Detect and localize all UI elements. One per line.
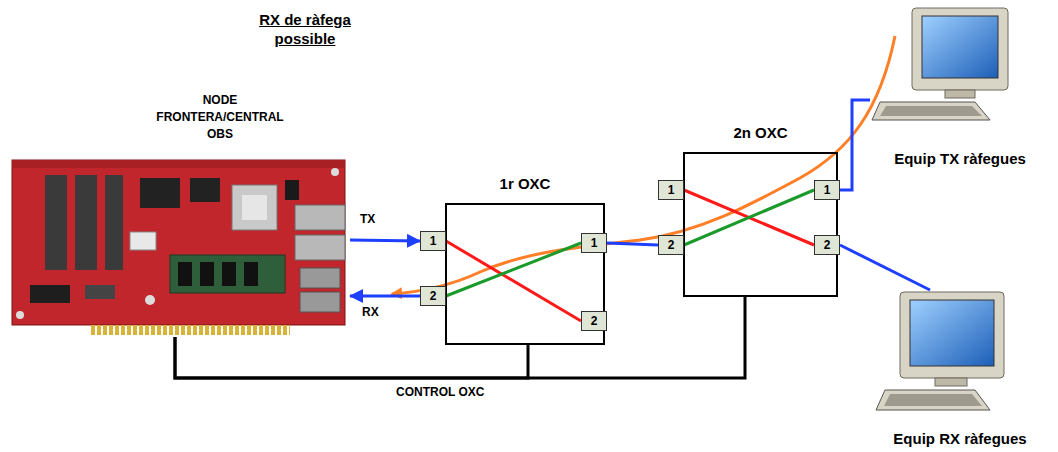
port-box: 2 <box>420 286 446 306</box>
computer-icon <box>876 292 1004 410</box>
edge-label: RX <box>360 305 381 319</box>
diagram-title: RX de ràfega possible <box>245 10 365 48</box>
port-number: 2 <box>421 287 445 305</box>
node-label: Equip RX ràfegues <box>870 430 1050 448</box>
oxc-box: 2n OXC1212 <box>683 152 838 297</box>
port-number: 1 <box>659 181 683 199</box>
node-label: Equip TX ràfegues <box>870 150 1050 168</box>
computer-icon <box>872 8 1008 120</box>
port-box: 2 <box>814 235 840 255</box>
port-number: 1 <box>815 181 839 199</box>
port-number: 2 <box>659 236 683 254</box>
node-label: 1r OXC <box>447 175 603 192</box>
computer-node: Equip RX ràfegues <box>870 290 1050 448</box>
connector <box>446 241 581 321</box>
computer-node: Equip TX ràfegues <box>870 8 1050 168</box>
node-label: NODE FRONTERA/CENTRAL OBS <box>150 92 290 143</box>
connector <box>840 100 870 190</box>
connector <box>840 245 930 290</box>
edge-label: CONTROL OXC <box>394 385 486 399</box>
connector <box>684 190 814 245</box>
board-node: NODE FRONTERA/CENTRAL OBS <box>10 92 350 337</box>
port-number: 2 <box>815 236 839 254</box>
port-box: 1 <box>814 180 840 200</box>
fpga-board <box>12 160 345 335</box>
connector <box>175 297 745 378</box>
port-number: 1 <box>582 234 606 252</box>
port-box: 1 <box>658 180 684 200</box>
connector <box>350 295 420 298</box>
port-number: 1 <box>421 232 445 250</box>
port-box: 2 <box>658 235 684 255</box>
node-label: 2n OXC <box>685 124 836 141</box>
connector <box>350 240 420 241</box>
connector <box>607 243 658 245</box>
oxc-box: 1r OXC1212 <box>445 203 605 345</box>
port-box: 2 <box>581 311 607 331</box>
edge-label: TX <box>358 212 377 226</box>
port-box: 1 <box>420 231 446 251</box>
connector <box>446 243 581 296</box>
connector <box>684 190 814 245</box>
port-box: 1 <box>581 233 607 253</box>
port-number: 2 <box>582 312 606 330</box>
